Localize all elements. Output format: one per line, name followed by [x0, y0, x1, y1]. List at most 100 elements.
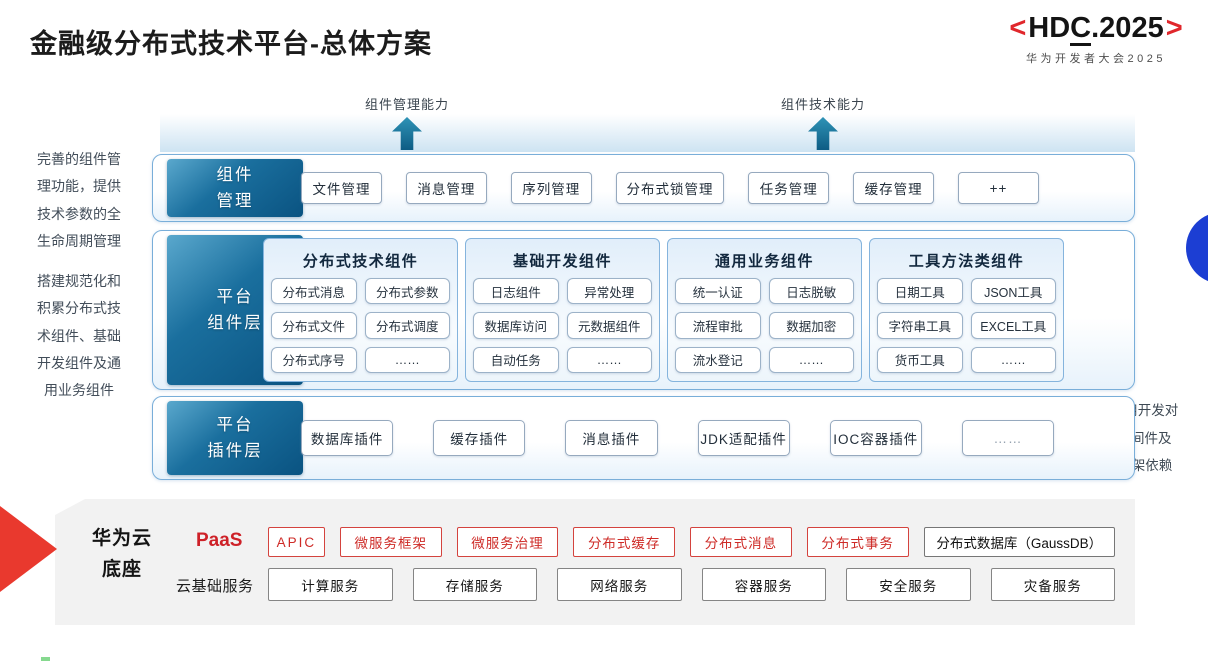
- green-speck-decoration: [41, 657, 50, 661]
- huawei-cloud-foundation-panel: [55, 499, 1135, 625]
- paas-box: 分布式缓存: [573, 527, 676, 557]
- group-distributed-tech: 分布式技术组件 分布式消息 分布式参数 分布式文件 分布式调度 分布式序号 ……: [263, 238, 458, 382]
- component-box: 字符串工具: [877, 312, 963, 339]
- component-box-more: ……: [566, 346, 652, 373]
- up-arrow-icon: [808, 117, 838, 150]
- cloud-box: 灾备服务: [990, 568, 1115, 601]
- component-box: 数据库访问: [473, 312, 559, 339]
- gaussdb-box: 分布式数据库（GaussDB）: [923, 527, 1116, 557]
- logo-right-angle-icon: >: [1165, 12, 1183, 44]
- plugin-box: JDK适配插件: [697, 420, 790, 456]
- mgmt-box: 分布式锁管理: [615, 172, 725, 204]
- label-line: 插件层: [207, 442, 263, 460]
- plugin-box: 消息插件: [565, 420, 658, 456]
- label-line: 平台: [216, 415, 254, 434]
- component-box: 日志脱敏: [768, 278, 854, 305]
- group-title: 工具方法类组件: [908, 253, 1025, 270]
- mgmt-box-plus: ++: [958, 172, 1039, 204]
- paas-box: 微服务治理: [456, 527, 559, 557]
- plugin-box-more: ……: [961, 420, 1055, 456]
- label-line: 底座: [101, 559, 142, 581]
- blue-circle-decoration: [1186, 212, 1208, 284]
- group-title: 基础开发组件: [512, 253, 612, 270]
- component-box: 统一认证: [675, 278, 761, 305]
- logo-c-underlined: C: [1070, 12, 1092, 46]
- component-box: 日志组件: [473, 278, 559, 305]
- group-grid: 日期工具 JSON工具 字符串工具 EXCEL工具 货币工具 ……: [877, 278, 1056, 373]
- page-title: 金融级分布式技术平台-总体方案: [30, 29, 432, 59]
- paas-box: 分布式消息: [690, 527, 792, 557]
- hdc-logo-text: < HD C .2025 >: [992, 12, 1200, 46]
- component-box: 数据加密: [768, 312, 854, 339]
- layer-label-platform-plugin: 平台 插件层: [167, 401, 303, 475]
- cloud-box: 计算服务: [268, 568, 393, 601]
- note-component-mgmt: 完善的组件管理功能，提供技术参数的全生命周期管理: [37, 151, 121, 249]
- component-box: 分布式消息: [271, 278, 357, 305]
- group-grid: 日志组件 异常处理 数据库访问 元数据组件 自动任务 ……: [473, 278, 652, 373]
- capability-left-label: 组件管理能力: [364, 97, 449, 112]
- component-box: 元数据组件: [566, 312, 652, 339]
- paas-services: APIC 微服务框架 微服务治理 分布式缓存 分布式消息 分布式事务 分布式数据…: [268, 527, 1116, 557]
- component-box: 流程审批: [675, 312, 761, 339]
- mgmt-box: 序列管理: [510, 172, 592, 204]
- component-box: 分布式参数: [364, 278, 450, 305]
- group-grid: 分布式消息 分布式参数 分布式文件 分布式调度 分布式序号 ……: [271, 278, 450, 373]
- note-platform-component: 搭建规范化和积累分布式技术组件、基础开发组件及通用业务组件: [37, 273, 121, 399]
- plugin-items: 数据库插件 缓存插件 消息插件 JDK适配插件 IOC容器插件 ……: [301, 397, 1055, 479]
- cloud-box: 存储服务: [412, 568, 537, 601]
- mgmt-box: 任务管理: [748, 172, 830, 204]
- capability-arrow-left: 组件管理能力: [342, 94, 472, 150]
- logo-2025: .2025: [1091, 12, 1164, 44]
- group-grid: 统一认证 日志脱敏 流程审批 数据加密 流水登记 ……: [675, 278, 854, 373]
- component-box: 日期工具: [877, 278, 963, 305]
- component-box: 异常处理: [566, 278, 652, 305]
- cloud-base-label: 云基础服务: [176, 578, 254, 595]
- component-box: 流水登记: [675, 346, 761, 373]
- paas-box: APIC: [268, 527, 325, 557]
- group-common-business: 通用业务组件 统一认证 日志脱敏 流程审批 数据加密 流水登记 ……: [667, 238, 862, 382]
- paas-box: 分布式事务: [806, 527, 909, 557]
- paas-label: PaaS: [196, 530, 243, 551]
- layer-component-mgmt: 组件 管理 文件管理 消息管理 序列管理 分布式锁管理 任务管理 缓存管理 ++: [152, 154, 1135, 222]
- up-arrow-icon: [392, 117, 422, 150]
- component-mgmt-items: 文件管理 消息管理 序列管理 分布式锁管理 任务管理 缓存管理 ++: [301, 155, 1039, 221]
- group-basic-dev: 基础开发组件 日志组件 异常处理 数据库访问 元数据组件 自动任务 ……: [465, 238, 660, 382]
- capability-right-label: 组件技术能力: [780, 97, 865, 112]
- component-box: 自动任务: [473, 346, 559, 373]
- cloud-box: 安全服务: [846, 568, 971, 601]
- label-line: 管理: [216, 192, 254, 210]
- paas-box: 微服务框架: [339, 527, 442, 557]
- label-line: 平台: [216, 287, 254, 306]
- logo-subtitle: 华为开发者大会2025: [1026, 53, 1166, 65]
- logo-left-angle-icon: <: [1009, 12, 1027, 44]
- label-line: 组件层: [207, 314, 263, 332]
- label-line: 华为云: [91, 528, 152, 549]
- layer-label-component-mgmt: 组件 管理: [167, 159, 303, 217]
- mgmt-box: 消息管理: [405, 172, 487, 204]
- label-line: 组件: [216, 165, 254, 184]
- layer-platform-plugin: 平台 插件层 数据库插件 缓存插件 消息插件 JDK适配插件 IOC容器插件 ……: [152, 396, 1135, 480]
- component-box-more: ……: [768, 346, 854, 373]
- cloud-box: 容器服务: [701, 568, 826, 601]
- plugin-box: IOC容器插件: [829, 420, 922, 456]
- component-box: 分布式序号: [271, 346, 357, 373]
- plugin-box: 数据库插件: [301, 420, 394, 456]
- group-title: 分布式技术组件: [302, 253, 419, 270]
- red-arrow-icon: [0, 506, 57, 592]
- component-box: 分布式文件: [271, 312, 357, 339]
- cloud-box: 网络服务: [557, 568, 682, 601]
- capability-arrow-right: 组件技术能力: [758, 94, 888, 150]
- hdc-logo: < HD C .2025 > 华为开发者大会2025: [992, 12, 1200, 66]
- mgmt-box: 缓存管理: [853, 172, 935, 204]
- component-box: 分布式调度: [364, 312, 450, 339]
- component-box-more: ……: [364, 346, 450, 373]
- logo-hd: HD: [1028, 12, 1071, 44]
- component-box: EXCEL工具: [970, 312, 1056, 339]
- foundation-label: 华为云 底座: [80, 523, 164, 586]
- plugin-box: 缓存插件: [433, 420, 526, 456]
- component-box: 货币工具: [877, 346, 963, 373]
- group-tool-methods: 工具方法类组件 日期工具 JSON工具 字符串工具 EXCEL工具 货币工具 ……: [869, 238, 1064, 382]
- component-box: JSON工具: [970, 278, 1056, 305]
- component-groups: 分布式技术组件 分布式消息 分布式参数 分布式文件 分布式调度 分布式序号 ………: [263, 238, 1064, 382]
